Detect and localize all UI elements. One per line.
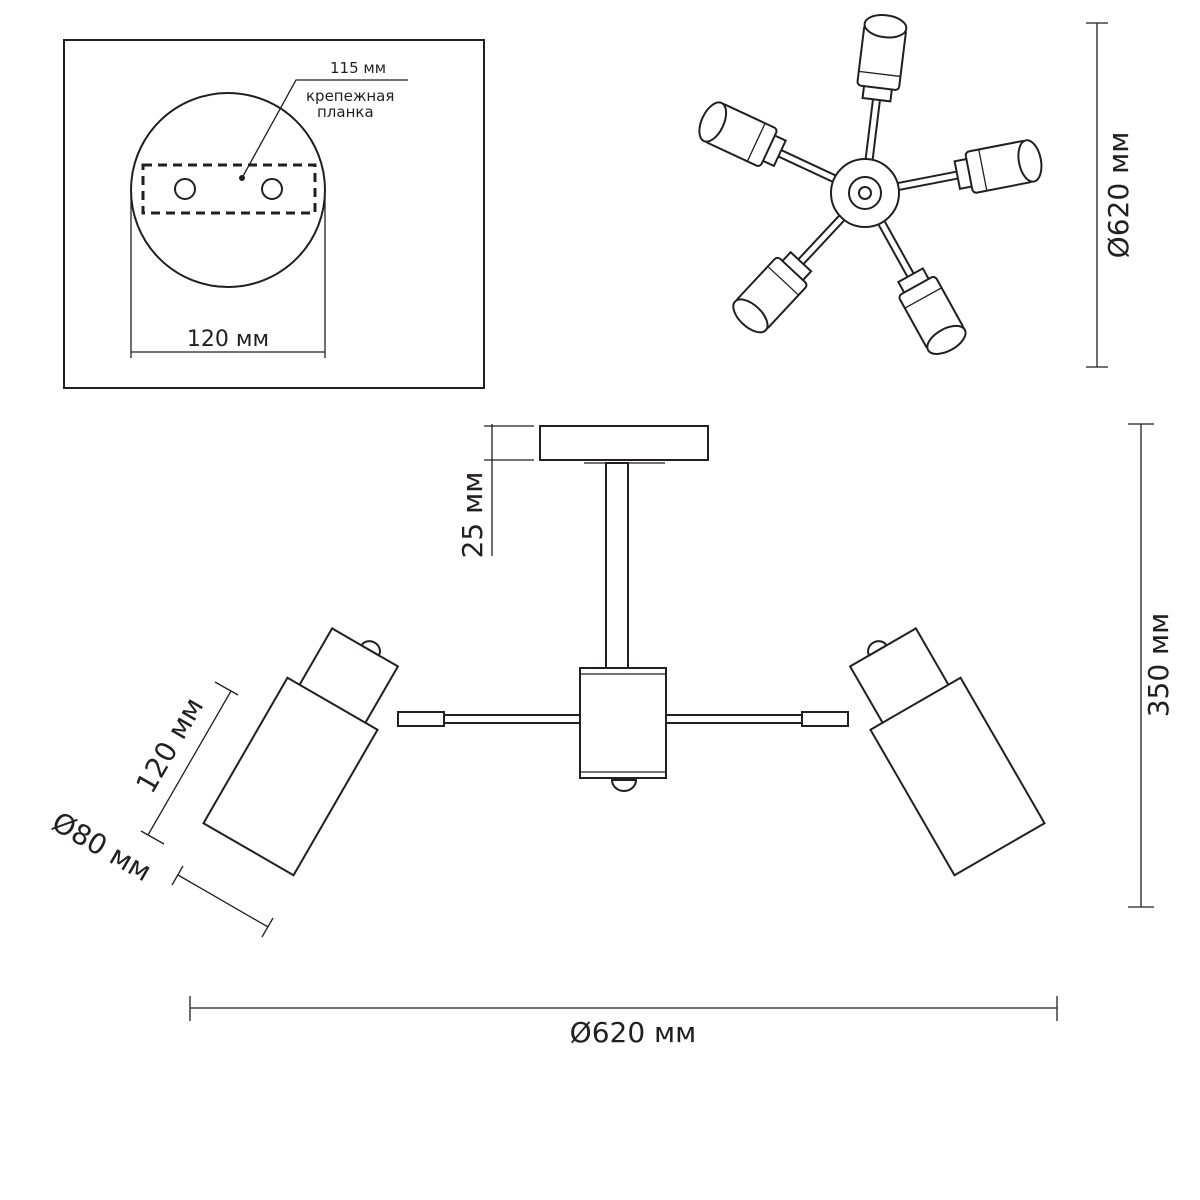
front-shade-left	[202, 627, 400, 877]
dim-80-line	[177, 874, 269, 928]
front-joint-right	[801, 711, 849, 727]
top-shade-band	[767, 265, 799, 296]
front-joint-left	[397, 711, 445, 727]
total-height-label: 350 мм	[1142, 613, 1175, 718]
canopy-detail-inset: 115 мм крепежная планка 120 мм	[63, 39, 485, 389]
front-bottom-finial	[610, 779, 638, 792]
plate-leader-line	[241, 79, 408, 179]
top-shade-end	[926, 324, 967, 355]
shade-right-body	[869, 676, 1046, 877]
shade-diameter-label: Ø80 мм	[46, 805, 157, 888]
top-shade-end	[1017, 139, 1043, 183]
inset-frame	[63, 39, 485, 389]
top-arm-2	[880, 139, 1043, 195]
dim-120-line	[147, 690, 232, 836]
front-canopy	[539, 425, 709, 461]
top-shade-band	[858, 70, 901, 78]
top-arm-3	[869, 205, 967, 355]
total-width-label: Ø620 мм	[570, 1016, 697, 1049]
plate-width-label: 115 мм	[330, 59, 386, 77]
top-diameter-label: Ø620 мм	[1102, 132, 1135, 259]
dim-80-tick-bottom	[261, 917, 274, 938]
shade-right-knob	[867, 640, 888, 657]
top-shade-band	[746, 122, 766, 162]
plate-label-line2: планка	[317, 103, 374, 121]
canopy-outline	[130, 92, 326, 288]
mounting-plate	[141, 163, 317, 215]
shade-left-body	[202, 676, 379, 877]
front-shade-right	[848, 627, 1046, 877]
dim-120-tick-top	[214, 681, 239, 696]
top-view-arms	[698, 14, 1043, 355]
top-shade-end	[732, 298, 769, 334]
dim-120-tick-bottom	[140, 830, 165, 845]
shade-length-label: 120 мм	[129, 692, 210, 799]
top-shade-band	[904, 287, 942, 309]
mounting-hole-right	[261, 178, 283, 200]
top-shade-end	[698, 101, 728, 143]
front-arm-left	[441, 714, 581, 724]
dim-80-tick-top	[171, 865, 184, 886]
top-view: Ø620 мм	[698, 14, 1135, 368]
canopy-height-label: 25 мм	[456, 472, 489, 559]
top-arm-5	[698, 101, 852, 190]
top-shade-band	[978, 149, 988, 191]
shade-left-knob	[360, 640, 381, 657]
top-shade-end	[863, 14, 908, 39]
front-center-body	[579, 667, 667, 779]
plate-label-line1: крепежная	[306, 87, 394, 105]
canopy-diameter-label: 120 мм	[187, 327, 269, 352]
top-hub-center	[858, 186, 872, 200]
front-rod	[605, 462, 629, 669]
front-view: 25 мм 350 мм 120 мм Ø80 мм Ø620 мм	[46, 423, 1175, 1049]
front-arm-right	[665, 714, 805, 724]
top-arm-1	[856, 14, 908, 177]
mounting-hole-left	[174, 178, 196, 200]
